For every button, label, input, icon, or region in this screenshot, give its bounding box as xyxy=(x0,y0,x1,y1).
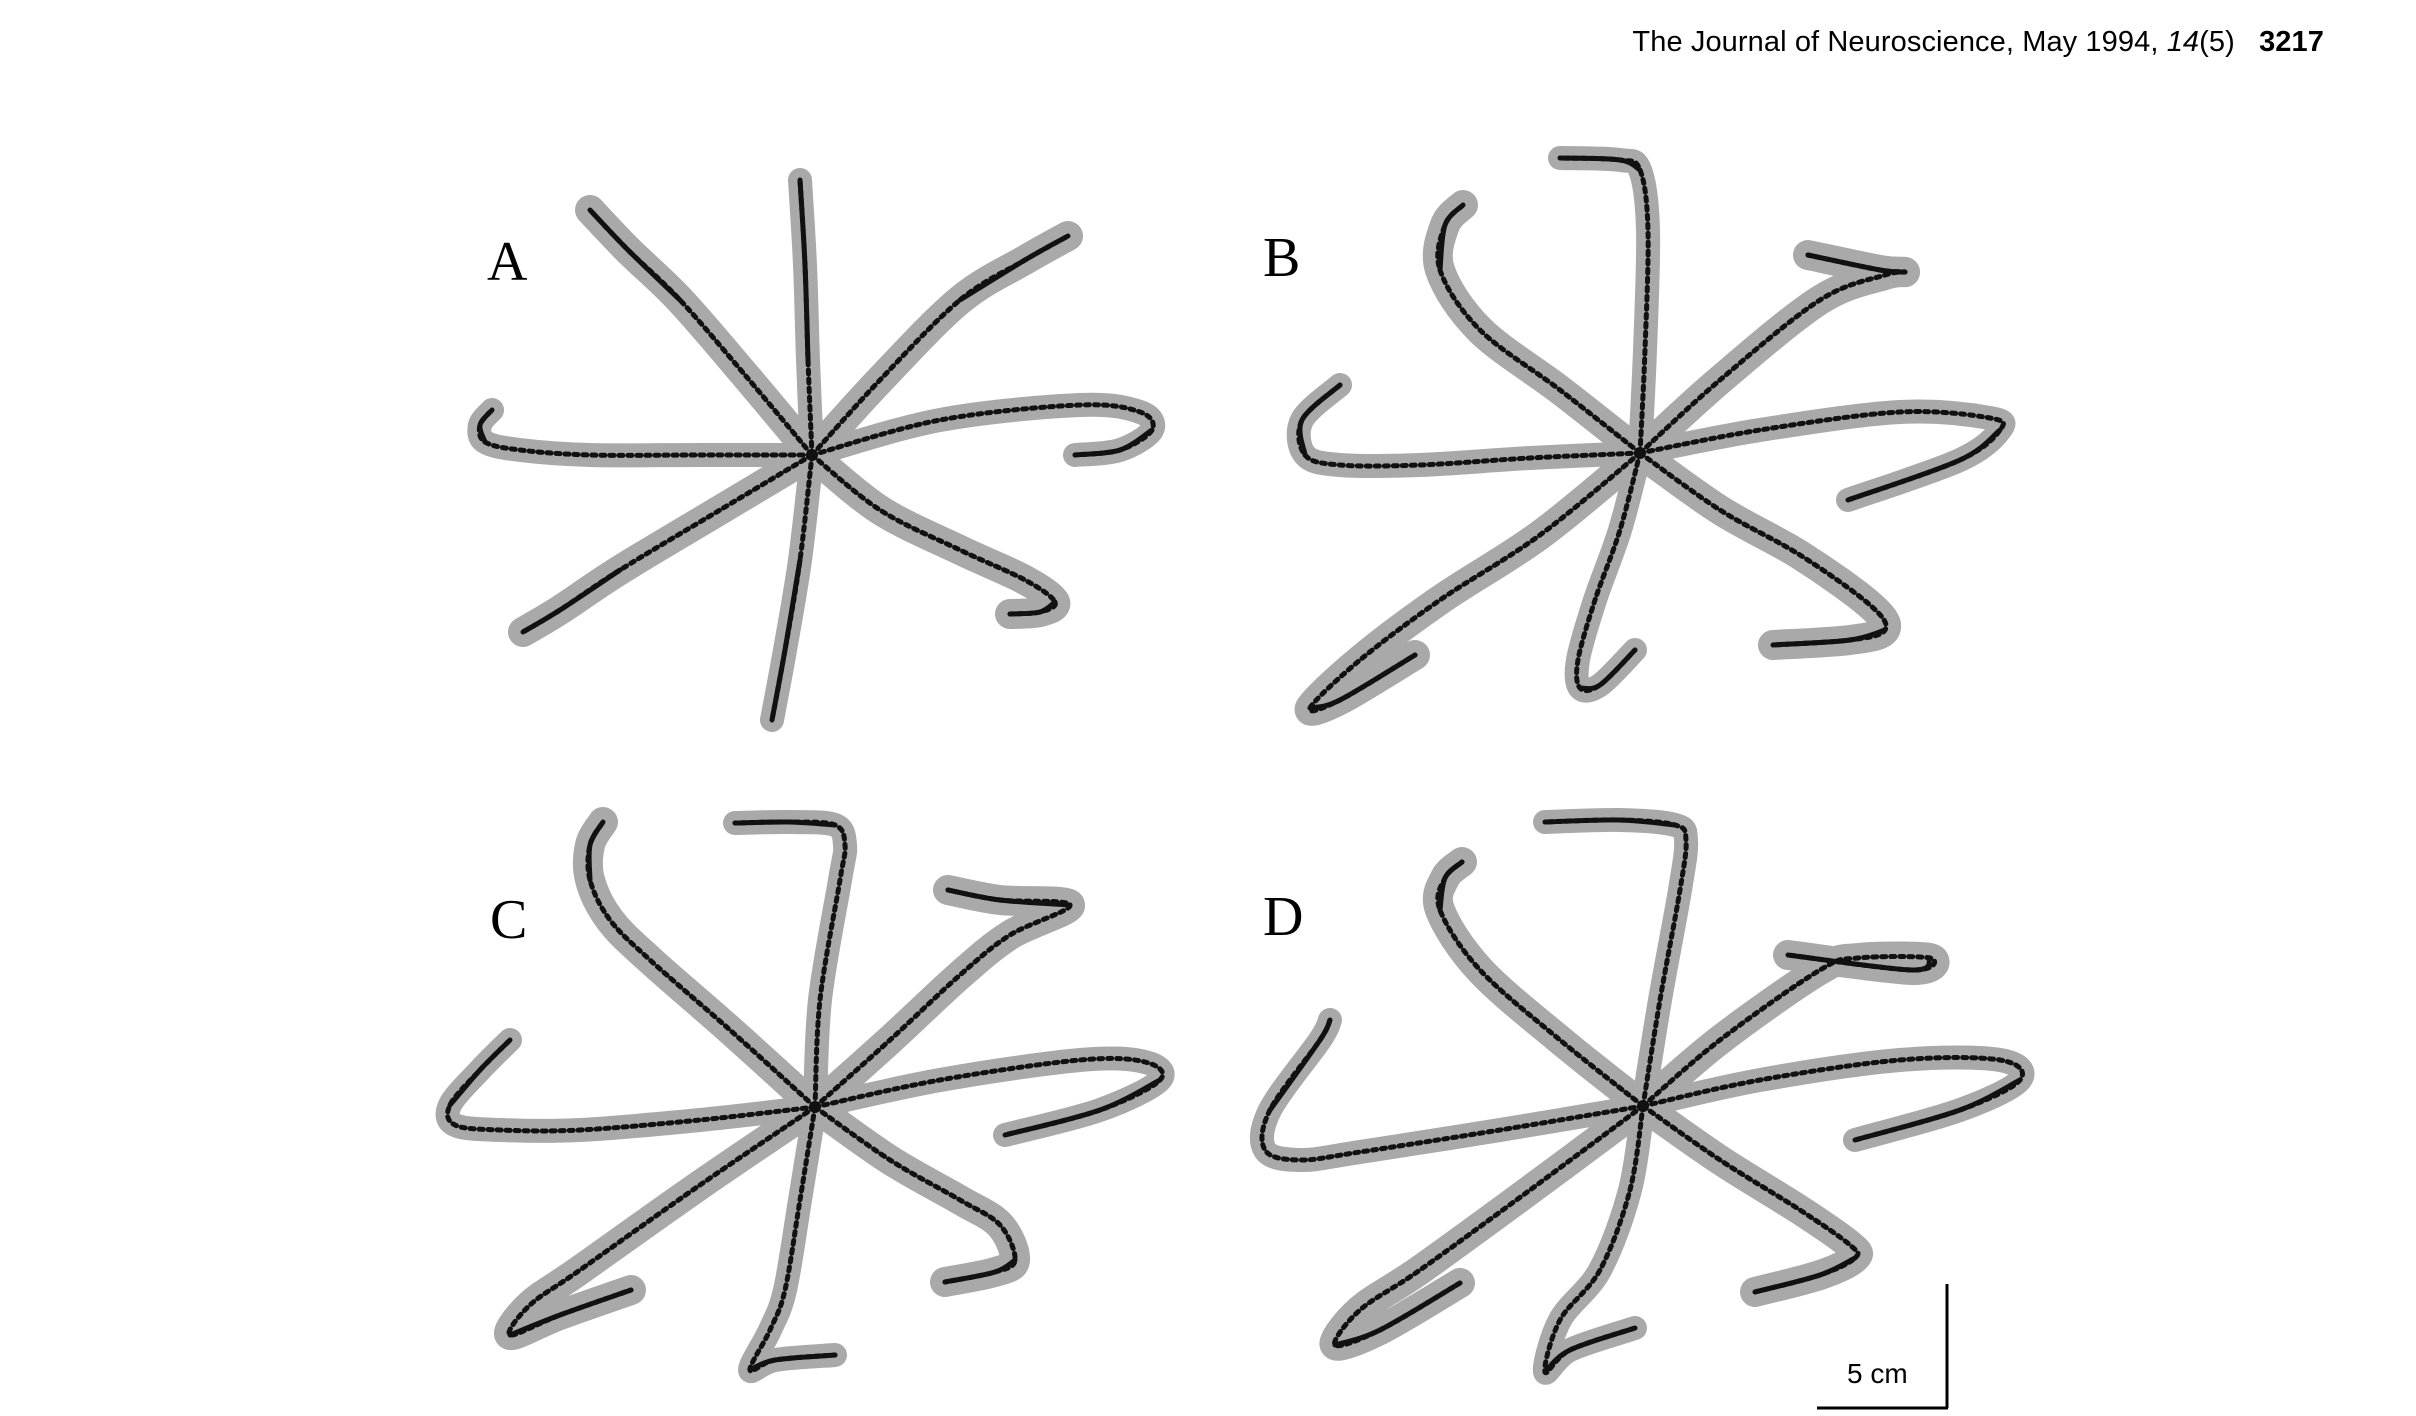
trajectory-end-segment xyxy=(1770,627,1888,648)
start-point xyxy=(1634,447,1646,459)
trajectory-end-segment xyxy=(1437,202,1466,273)
trajectory-end-segment xyxy=(1002,1077,1163,1138)
panel-letter-a: A xyxy=(487,231,528,293)
trajectory-group xyxy=(476,177,1156,723)
panel-letter-c: C xyxy=(490,889,527,951)
volume-number: 14 xyxy=(2166,26,2200,58)
variability-envelope xyxy=(1628,1091,1873,1307)
panel-letter-d: D xyxy=(1263,886,1303,948)
trajectory-end-segment xyxy=(769,557,803,723)
panel-d: D xyxy=(1249,807,2035,1385)
start-point xyxy=(809,1101,821,1113)
trajectory-end-segment xyxy=(477,407,495,445)
trajectory-end-segment xyxy=(945,887,1073,908)
trajectory-end-segment xyxy=(1307,652,1418,711)
trajectory-end-segment xyxy=(1332,1280,1463,1348)
trajectory-group xyxy=(445,819,1166,1374)
trajectory-end-segment xyxy=(1007,599,1058,617)
trajectory-end-segment xyxy=(1542,1325,1638,1375)
trajectory-end-segment xyxy=(1785,952,1933,973)
trajectory-end-segment xyxy=(1577,647,1638,692)
trajectory-end-segment xyxy=(1557,155,1643,173)
trajectory-end-segment xyxy=(1752,1255,1858,1295)
trajectory-end-segment xyxy=(1267,1017,1333,1113)
variability-envelope xyxy=(800,1092,1031,1297)
trajectory-end-segment xyxy=(586,819,606,883)
issue-number: (5) xyxy=(2199,26,2235,58)
scale-bar-label: 5 cm xyxy=(1847,1358,1908,1389)
trajectory-end-segment xyxy=(1852,1077,2023,1143)
envelope-group xyxy=(1286,146,2016,726)
trajectory-end-segment xyxy=(1072,427,1155,458)
trajectory-end-segment xyxy=(447,1037,513,1108)
trajectory-end-segment xyxy=(1542,817,1678,828)
panel-a: A xyxy=(467,168,1166,732)
start-point xyxy=(1637,1100,1649,1112)
variability-envelope xyxy=(572,807,830,1122)
trajectory-end-segment xyxy=(1437,859,1465,913)
trajectory-end-segment xyxy=(957,233,1071,303)
trajectory-group xyxy=(1259,817,2025,1376)
trajectory-end-segment xyxy=(507,1287,634,1338)
trajectory-end-segment xyxy=(587,207,683,303)
trajectory-end-segment xyxy=(1845,427,2003,503)
trajectory-end-segment xyxy=(1805,252,1908,275)
trajectory-end-segment xyxy=(520,567,623,635)
panel-b: B xyxy=(1263,146,2016,726)
trajectory-group xyxy=(1296,155,2006,714)
variability-envelope xyxy=(1422,190,1655,468)
trajectory-end-segment xyxy=(1297,382,1343,458)
journal-citation: The Journal of Neuroscience, May 1994, xyxy=(1632,26,2159,58)
trajectory-end-segment xyxy=(747,1352,838,1373)
start-point xyxy=(806,449,818,461)
scale-bar: 5 cm xyxy=(1817,1284,1949,1410)
variability-envelope xyxy=(797,440,1071,629)
panel-letter-b: B xyxy=(1263,227,1300,289)
panel-c: C xyxy=(435,807,1175,1384)
trajectory-end-segment xyxy=(942,1257,1018,1285)
variability-envelope xyxy=(1422,847,1658,1121)
page-number: 3217 xyxy=(2259,26,2324,58)
trajectory-end-segment xyxy=(797,177,811,363)
trajectory-end-segment xyxy=(732,819,838,828)
running-header: The Journal of Neuroscience, May 1994, 1… xyxy=(1632,26,2324,59)
